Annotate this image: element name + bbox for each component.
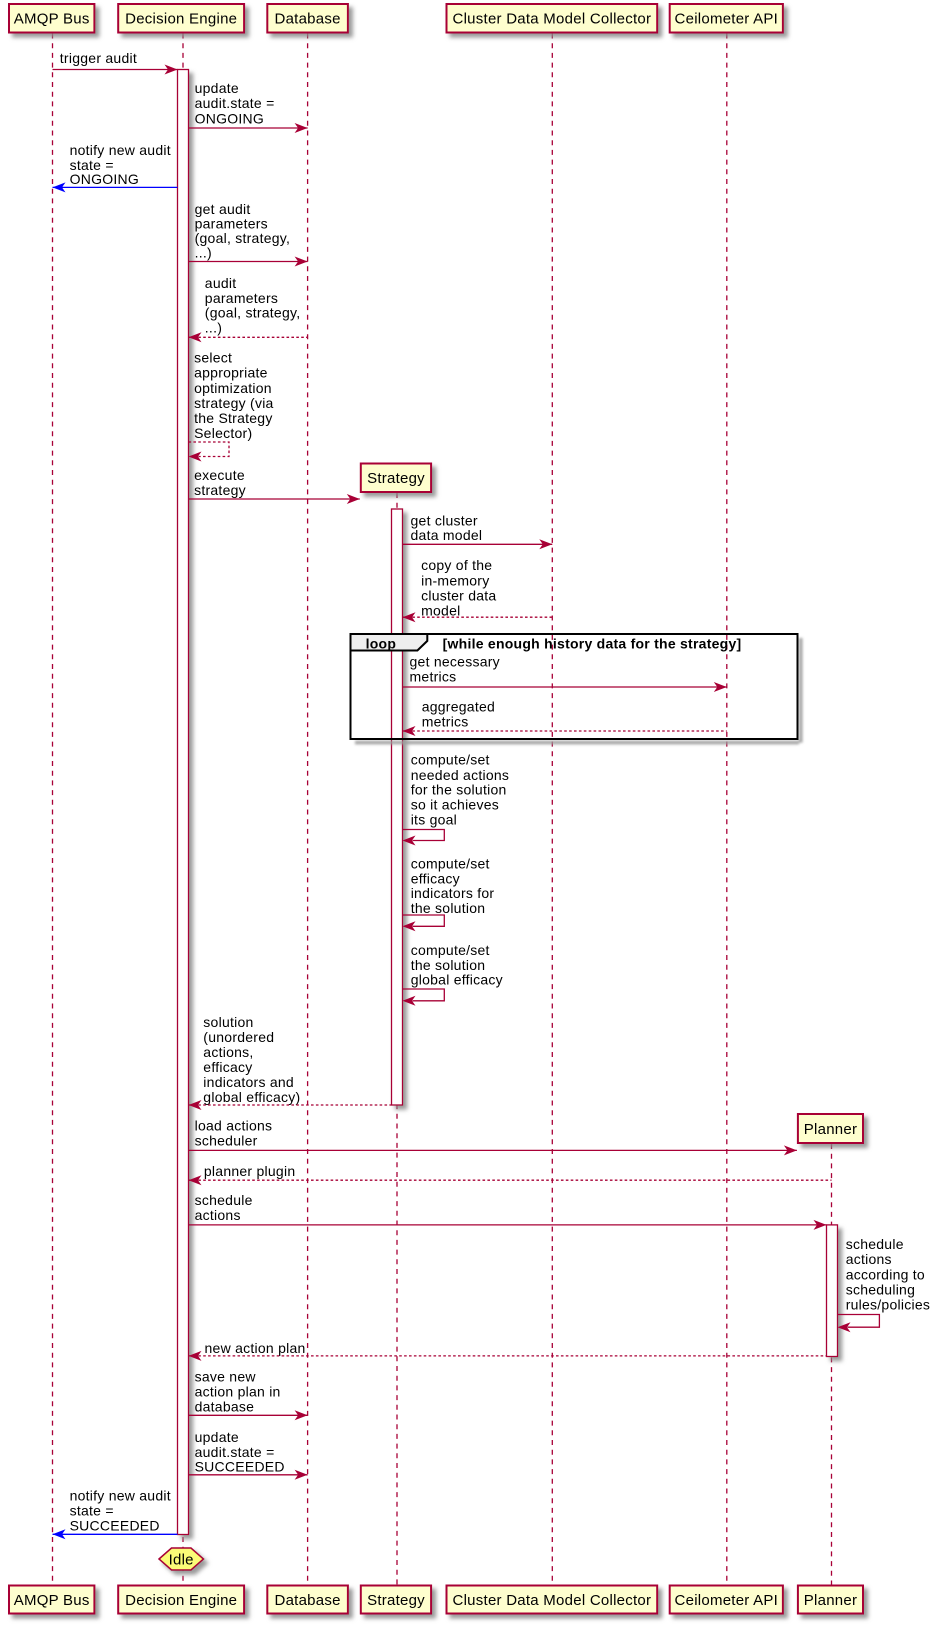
svg-text:...): ...) [205,319,222,335]
svg-text:for the solution: for the solution [411,782,507,798]
svg-text:Database: Database [274,1592,340,1609]
svg-text:solution: solution [203,1014,253,1030]
svg-text:trigger audit: trigger audit [60,50,137,66]
svg-text:audit.state =: audit.state = [195,95,275,111]
svg-text:Cluster Data Model Collector: Cluster Data Model Collector [453,11,652,28]
svg-text:Strategy: Strategy [367,1592,425,1609]
svg-text:indicators for: indicators for [411,885,495,901]
svg-text:the solution: the solution [411,957,486,973]
svg-text:Selector): Selector) [194,425,252,441]
svg-text:(goal, strategy,: (goal, strategy, [195,230,291,246]
svg-text:the Strategy: the Strategy [194,410,273,426]
svg-text:state =: state = [70,157,114,173]
svg-text:Ceilometer API: Ceilometer API [675,1592,779,1609]
svg-text:optimization: optimization [194,380,272,396]
svg-text:compute/set: compute/set [411,942,490,958]
svg-text:appropriate: appropriate [194,365,268,381]
svg-text:update: update [195,1429,239,1445]
svg-text:ONGOING: ONGOING [195,111,264,127]
svg-text:notify new audit: notify new audit [70,142,171,158]
svg-text:compute/set: compute/set [411,855,490,871]
svg-text:data model: data model [411,527,483,543]
svg-text:AMQP Bus: AMQP Bus [14,1592,90,1609]
svg-text:parameters: parameters [195,216,268,232]
svg-text:global efficacy: global efficacy [411,972,503,988]
svg-text:Planner: Planner [804,1121,857,1138]
svg-text:metrics: metrics [422,713,469,729]
svg-text:scheduler: scheduler [195,1133,258,1149]
svg-text:so it achieves: so it achieves [411,797,499,813]
svg-text:audit: audit [205,275,237,291]
svg-text:its goal: its goal [411,811,457,827]
svg-text:global efficacy): global efficacy) [203,1089,300,1105]
svg-text:Decision Engine: Decision Engine [125,11,237,28]
svg-text:[while enough history data for: [while enough history data for the strat… [443,635,742,651]
svg-text:parameters: parameters [205,290,278,306]
svg-text:rules/policies: rules/policies [846,1297,930,1313]
svg-text:indicators and: indicators and [203,1074,294,1090]
svg-text:Idle: Idle [169,1551,194,1568]
svg-text:scheduling: scheduling [846,1281,915,1297]
svg-text:SUCCEEDED: SUCCEEDED [195,1459,285,1475]
svg-text:needed actions: needed actions [411,767,509,783]
svg-text:Ceilometer API: Ceilometer API [675,11,779,28]
svg-text:new action plan: new action plan [205,1340,306,1356]
svg-text:schedule: schedule [846,1236,904,1252]
svg-text:the solution: the solution [411,900,486,916]
svg-text:planner plugin: planner plugin [204,1163,295,1179]
svg-text:actions: actions [195,1207,241,1223]
svg-text:action plan in: action plan in [195,1384,281,1400]
svg-text:(unordered: (unordered [203,1029,274,1045]
svg-text:loop: loop [366,635,397,651]
svg-text:get cluster: get cluster [411,513,478,529]
svg-text:efficacy: efficacy [203,1059,252,1075]
svg-text:ONGOING: ONGOING [70,171,139,187]
svg-text:schedule: schedule [195,1192,253,1208]
svg-text:SUCCEEDED: SUCCEEDED [70,1517,160,1533]
svg-text:select: select [194,350,232,366]
svg-text:database: database [195,1398,255,1414]
svg-text:AMQP Bus: AMQP Bus [14,11,90,28]
svg-text:model: model [421,602,460,618]
svg-text:get audit: get audit [195,201,251,217]
svg-text:audit.state =: audit.state = [195,1444,275,1460]
svg-text:compute/set: compute/set [411,751,490,767]
svg-text:actions,: actions, [203,1044,253,1060]
svg-text:execute: execute [194,467,245,483]
svg-text:notify new audit: notify new audit [70,1488,171,1504]
svg-text:strategy (via: strategy (via [194,395,274,411]
svg-text:save new: save new [195,1369,257,1385]
svg-text:metrics: metrics [410,669,457,685]
svg-text:...): ...) [195,245,212,261]
svg-text:update: update [195,80,239,96]
svg-text:(goal, strategy,: (goal, strategy, [205,305,301,321]
svg-text:aggregated: aggregated [422,698,495,714]
svg-text:state =: state = [70,1502,114,1518]
svg-text:get necessary: get necessary [410,654,500,670]
svg-text:strategy: strategy [194,482,246,498]
svg-text:in-memory: in-memory [421,572,489,588]
svg-text:efficacy: efficacy [411,870,460,886]
svg-text:according to: according to [846,1266,925,1282]
svg-text:Database: Database [274,11,340,28]
svg-text:load actions: load actions [195,1118,273,1134]
svg-text:Strategy: Strategy [367,470,425,487]
svg-text:Planner: Planner [804,1592,857,1609]
svg-text:copy of the: copy of the [421,557,492,573]
svg-text:Decision Engine: Decision Engine [125,1592,237,1609]
svg-text:cluster data: cluster data [421,587,496,603]
svg-text:Cluster Data Model Collector: Cluster Data Model Collector [453,1592,652,1609]
svg-text:actions: actions [846,1251,892,1267]
